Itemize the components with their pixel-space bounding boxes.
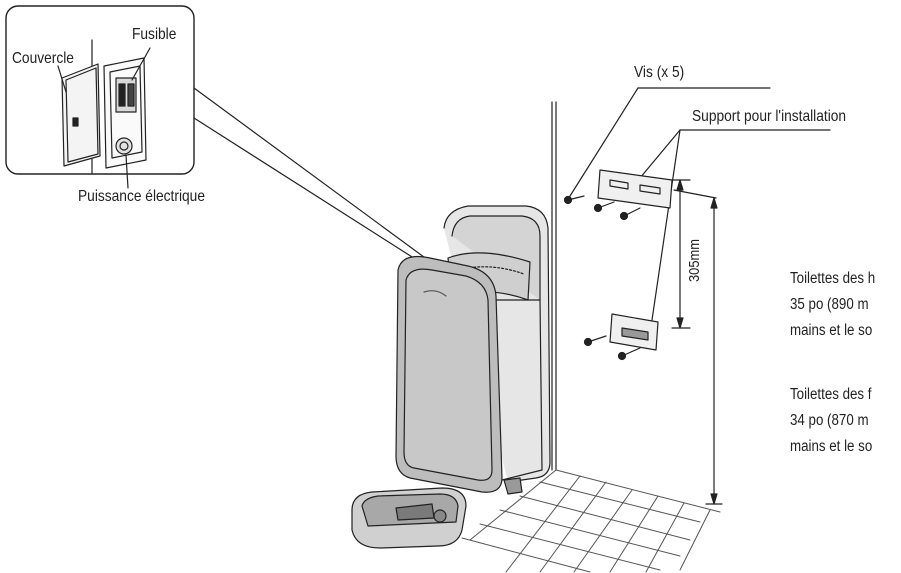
- power-label: Puissance électrique: [78, 188, 205, 205]
- dimension-line: [671, 179, 723, 505]
- hand-dryer: [395, 205, 551, 495]
- screws: [563, 195, 641, 361]
- floor-grid: [461, 469, 721, 573]
- cover-label: Couvercle: [12, 50, 74, 67]
- upper-bracket: [597, 169, 673, 209]
- dimension-label: 305mm: [686, 238, 703, 282]
- women-note-line: Toilettes des f: [790, 386, 872, 403]
- men-note-line: mains et le so: [790, 322, 873, 339]
- fuse-label: Fusible: [132, 26, 177, 43]
- wall: [551, 101, 557, 471]
- men-note: Toilettes des h 35 po (890 m mains et le…: [790, 266, 875, 344]
- women-note-line: mains et le so: [790, 438, 873, 455]
- bracket-label: Support pour l'installation: [692, 108, 847, 125]
- cover-door: [61, 63, 101, 167]
- drip-tray: [351, 487, 467, 549]
- women-note-line: 34 po (870 m: [790, 412, 869, 429]
- men-note-line: Toilettes des h: [790, 270, 876, 287]
- power-knob-icon: [115, 137, 133, 155]
- screws-label: Vis (x 5): [634, 64, 685, 81]
- men-note-line: 35 po (890 m: [790, 296, 869, 313]
- inset-detail: [5, 5, 195, 189]
- women-note: Toilettes des f 34 po (870 m mains et le…: [790, 382, 872, 460]
- lower-bracket: [609, 313, 659, 351]
